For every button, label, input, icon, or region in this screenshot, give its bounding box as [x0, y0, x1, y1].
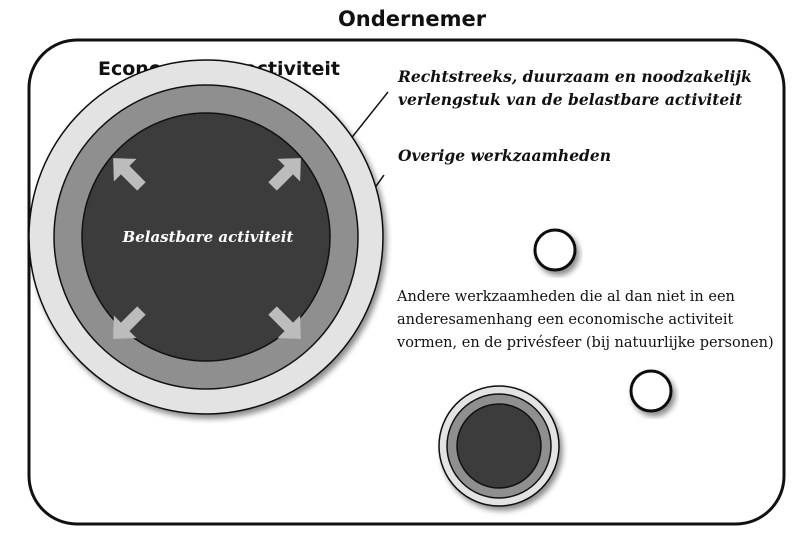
arrow-up-left-icon [113, 158, 146, 191]
arrow-up-right-icon [268, 158, 301, 191]
other-activities-line-2: anderesamenhang een economische activite… [397, 312, 734, 328]
callout-extension-line-2: verlengstuk van de belastbare activiteit [398, 90, 743, 109]
other-activity-circle-bottom [629, 369, 673, 413]
other-activities-line-3: vormen, en de privésfeer (bij natuurlijk… [396, 335, 774, 351]
small-economic-activity-circles [438, 385, 560, 507]
callout-extension: Rechtstreeks, duurzaam en noodzakelijk v… [397, 67, 757, 109]
arrow-down-left-icon [113, 306, 146, 339]
small-core [456, 403, 542, 489]
callout-extension-line-1: Rechtstreeks, duurzaam en noodzakelijk [397, 67, 752, 86]
diagram-title: Ondernemer [338, 7, 487, 31]
expansion-arrows [113, 158, 301, 339]
other-activities-line-1: Andere werkzaamheden die al dan niet in … [396, 289, 735, 305]
callout-other-activities: Overige werkzaamheden [398, 146, 611, 165]
taxable-activity-label: Belastbare activiteit [122, 228, 294, 246]
other-activity-circle-top [533, 228, 577, 272]
arrow-down-right-icon [268, 306, 301, 339]
other-activities-text: Andere werkzaamheden die al dan niet in … [396, 289, 774, 351]
taxable-activity-core [81, 112, 331, 362]
